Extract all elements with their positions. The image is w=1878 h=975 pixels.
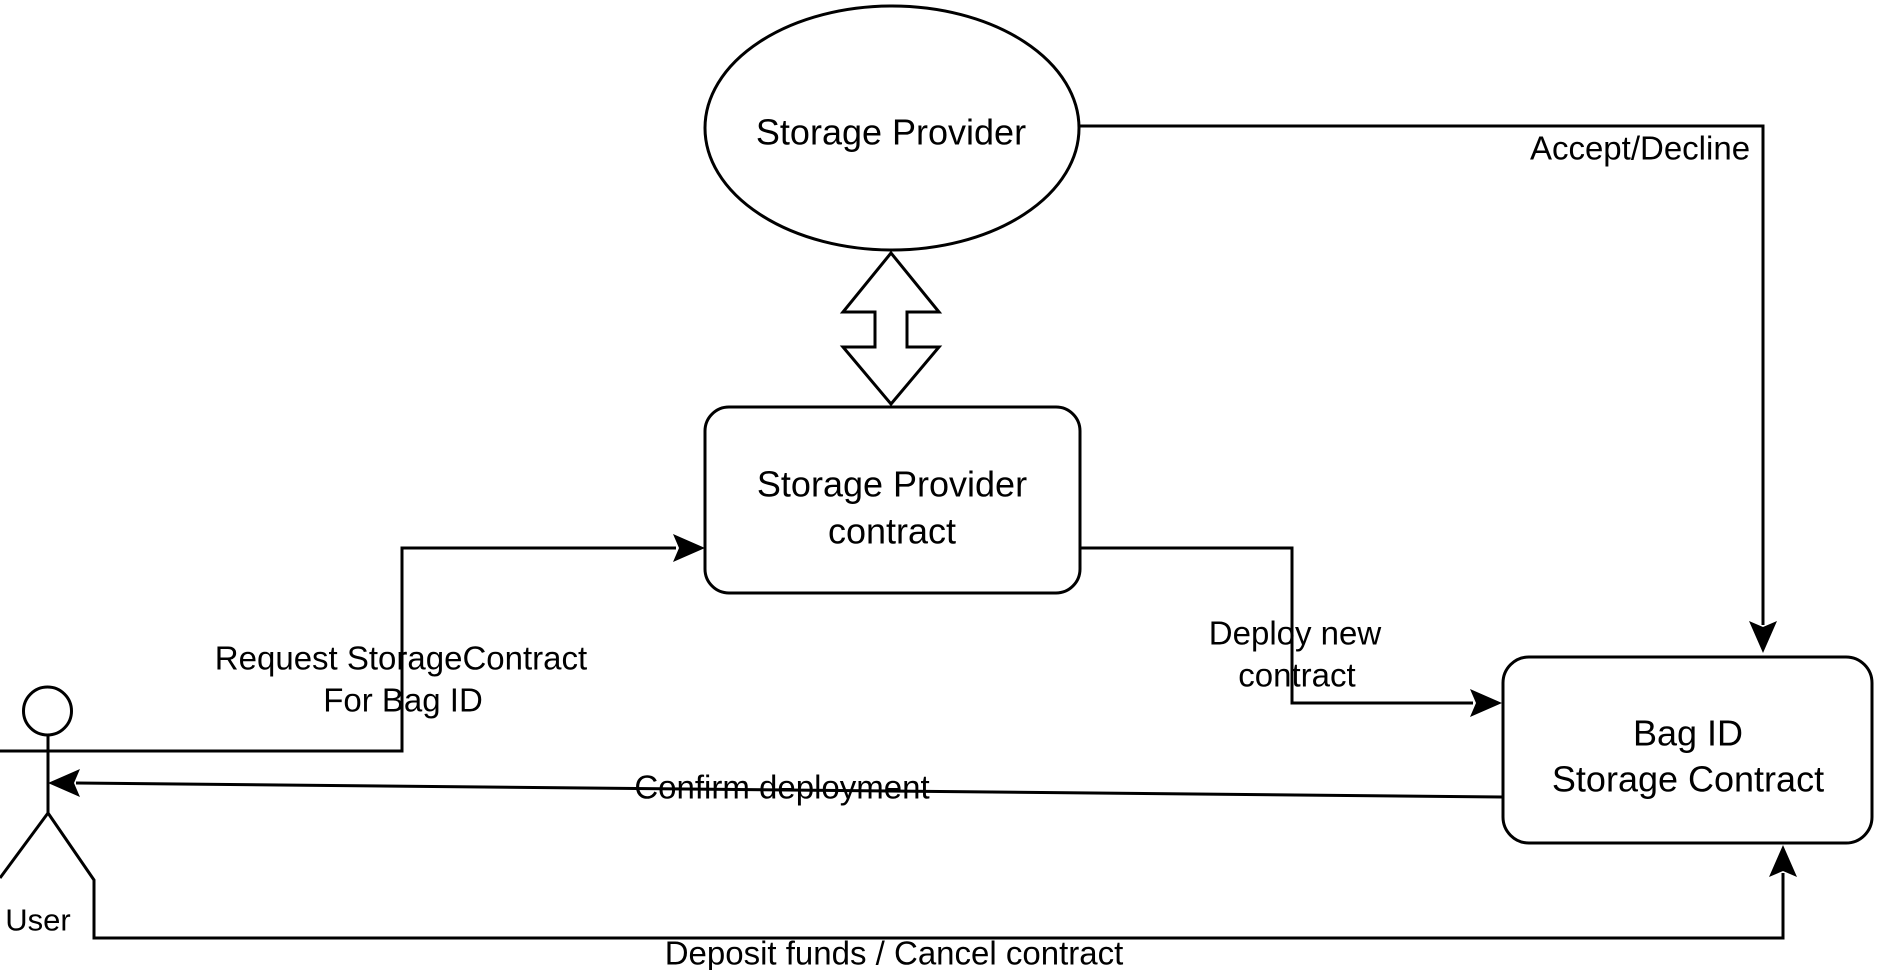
edge-deploy-new-contract: Deploy new contract xyxy=(1078,546,1502,717)
arrowhead-right-icon xyxy=(673,534,705,562)
node-bag-id-storage-contract: Bag ID Storage Contract xyxy=(1501,655,1874,845)
actor-left-leg-icon xyxy=(0,812,50,879)
edge-label-confirm-deployment: Confirm deployment xyxy=(634,769,929,806)
edge-request-storage-contract: Request StorageContract For Bag ID xyxy=(0,534,1078,753)
node-user: User xyxy=(0,685,73,938)
arrowhead-down-icon xyxy=(1749,621,1777,653)
edge-label-accept-decline: Accept/Decline xyxy=(1530,130,1750,167)
double-arrow-icon xyxy=(839,250,943,407)
node-label-contract-line1: Storage Provider xyxy=(757,464,1027,505)
edge-confirm-deployment: Confirm deployment xyxy=(48,701,1535,811)
node-label-contract-line2: contract xyxy=(828,511,956,552)
arrowhead-right-icon xyxy=(1470,689,1502,717)
node-storage-provider: Storage Provider xyxy=(703,4,1081,252)
edge-label-deploy-line1: Deploy new xyxy=(1209,615,1382,652)
edge-label-request-line2: For Bag ID xyxy=(323,682,483,719)
edge-accept-decline: Accept/Decline xyxy=(1080,124,1777,653)
actor-head-icon xyxy=(22,685,73,737)
node-storage-provider-contract: Storage Provider contract xyxy=(703,405,1082,595)
edge-provider-link xyxy=(839,250,943,407)
node-label-bagid-line1: Bag ID xyxy=(1633,713,1743,754)
node-label-bagid-line2: Storage Contract xyxy=(1552,759,1824,800)
edge-label-request-line1: Request StorageContract xyxy=(215,640,587,677)
arrowhead-up-icon xyxy=(1769,845,1797,877)
node-label-storage-provider: Storage Provider xyxy=(756,112,1026,153)
edge-label-deploy-line2: contract xyxy=(1238,657,1355,694)
edge-label-deposit-cancel: Deposit funds / Cancel contract xyxy=(665,935,1124,971)
arrowhead-left-icon xyxy=(48,769,80,797)
edge-deposit-cancel: Deposit funds / Cancel contract xyxy=(46,812,1797,972)
node-label-user: User xyxy=(5,903,70,938)
